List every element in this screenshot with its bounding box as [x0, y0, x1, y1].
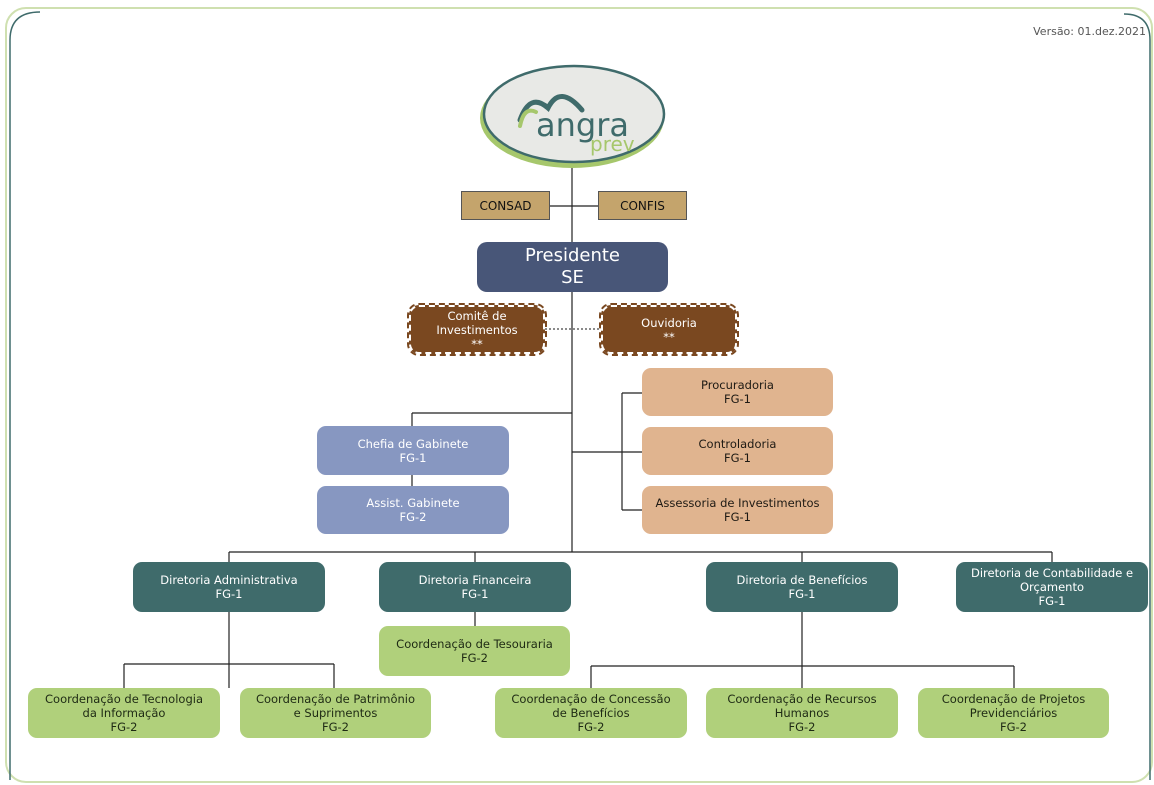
directorate-grade: FG-1: [788, 587, 816, 601]
coordination-name-line2: e Suprimentos: [293, 706, 378, 720]
coordination-projects-box[interactable]: Coordenação de Projetos Previdenciários …: [918, 688, 1109, 738]
coordination-treasury-box[interactable]: Coordenação de Tesouraria FG-2: [379, 626, 570, 676]
coordination-it-box[interactable]: Coordenação de Tecnologia da Informação …: [28, 688, 220, 738]
version-label: Versão: 01.dez.2021: [1033, 25, 1146, 38]
ombudsman-mark: **: [663, 329, 675, 344]
coordination-grade: FG-2: [461, 651, 488, 665]
coordination-name-line2: da Informação: [82, 706, 166, 720]
coordination-grade: FG-2: [322, 720, 349, 734]
directorate-name: Diretoria de Benefícios: [736, 573, 868, 587]
consad-box[interactable]: CONSAD: [461, 191, 550, 220]
confis-box[interactable]: CONFIS: [598, 191, 687, 220]
cabinet-assist-box[interactable]: Assist. Gabinete FG-2: [317, 486, 509, 534]
coordination-name-line1: Coordenação de Recursos: [727, 692, 877, 706]
ombudsman-box[interactable]: Ouvidoria **: [599, 303, 739, 356]
advisory-name: Assessoria de Investimentos: [655, 496, 820, 510]
committee-line2: Investimentos: [436, 322, 518, 337]
coordination-name: Coordenação de Tesouraria: [396, 637, 553, 651]
president-box[interactable]: Presidente SE: [477, 242, 668, 292]
consad-label: CONSAD: [479, 198, 532, 213]
angraprev-logo: [480, 64, 666, 168]
president-subtitle: SE: [561, 267, 584, 288]
directorate-name: Diretoria Administrativa: [160, 573, 298, 587]
coordination-name-line1: Coordenação de Concessão: [511, 692, 671, 706]
coordination-concession-box[interactable]: Coordenação de Concessão de Benefícios F…: [495, 688, 687, 738]
cabinet-chief-box[interactable]: Chefia de Gabinete FG-1: [317, 426, 509, 475]
directorate-grade: FG-1: [1038, 594, 1066, 608]
coordination-grade: FG-2: [577, 720, 605, 734]
directorate-name: Diretoria Financeira: [418, 573, 532, 587]
logo-wordmark: angra: [536, 106, 629, 144]
coordination-grade: FG-2: [110, 720, 138, 734]
ombudsman-label: Ouvidoria: [641, 315, 697, 330]
president-title: Presidente: [524, 245, 621, 266]
directorate-finance-box[interactable]: Diretoria Financeira FG-1: [379, 562, 571, 612]
advisory-box[interactable]: Procuradoria FG-1: [642, 368, 833, 416]
cabinet-chief-grade: FG-1: [399, 450, 427, 465]
cabinet-assist-name: Assist. Gabinete: [366, 496, 460, 510]
coordination-name-line1: Coordenação de Projetos: [941, 692, 1086, 706]
advisory-grade: FG-1: [724, 392, 751, 406]
cabinet-chief-name: Chefia de Gabinete: [357, 436, 469, 451]
directorate-admin-box[interactable]: Diretoria Administrativa FG-1: [133, 562, 325, 612]
logo-subword: prev: [590, 132, 635, 156]
directorate-grade: FG-1: [215, 587, 243, 601]
committee-mark: **: [471, 336, 483, 351]
directorate-accounting-box[interactable]: Diretoria de Contabilidade e Orçamento F…: [956, 562, 1148, 612]
coordination-hr-box[interactable]: Coordenação de Recursos Humanos FG-2: [706, 688, 898, 738]
coordination-grade: FG-2: [788, 720, 816, 734]
confis-label: CONFIS: [620, 198, 665, 213]
directorate-benefits-box[interactable]: Diretoria de Benefícios FG-1: [706, 562, 898, 612]
investment-committee-box[interactable]: Comitê de Investimentos **: [407, 303, 547, 356]
coordination-grade: FG-2: [1000, 720, 1027, 734]
coordination-name-line1: Coordenação de Tecnologia: [45, 692, 203, 706]
cabinet-assist-grade: FG-2: [399, 510, 427, 524]
committee-line1: Comitê de: [447, 308, 507, 323]
advisory-box[interactable]: Assessoria de Investimentos FG-1: [642, 486, 833, 534]
advisory-box[interactable]: Controladoria FG-1: [642, 427, 833, 475]
coordination-name-line2: Humanos: [774, 706, 830, 720]
coordination-assets-box[interactable]: Coordenação de Patrimônio e Suprimentos …: [240, 688, 431, 738]
advisory-grade: FG-1: [724, 510, 751, 524]
advisory-name: Procuradoria: [701, 378, 774, 392]
coordination-name-line2: Previdenciários: [969, 706, 1058, 720]
directorate-grade: FG-1: [461, 587, 489, 601]
directorate-name-line2: Orçamento: [1019, 580, 1084, 594]
coordination-name-line2: de Benefícios: [552, 706, 630, 720]
advisory-name: Controladoria: [698, 437, 777, 451]
directorate-name-line1: Diretoria de Contabilidade e: [970, 566, 1134, 580]
advisory-grade: FG-1: [724, 451, 751, 465]
coordination-name-line1: Coordenação de Patrimônio: [255, 692, 416, 706]
